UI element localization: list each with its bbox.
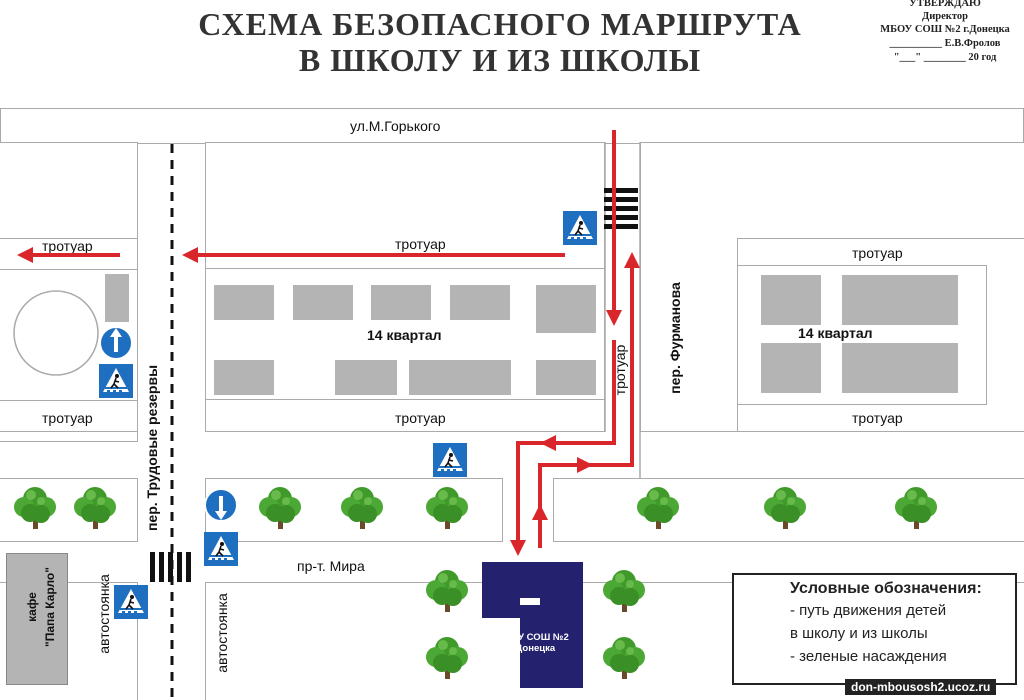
zebra-crossing-icon: [604, 188, 638, 229]
west-sidewalk-bottom: [0, 400, 138, 432]
one-way-up-sign-icon: [99, 326, 133, 360]
tree-icon: [426, 570, 468, 612]
central-sidewalk-bottom-label: тротуар: [395, 410, 446, 426]
legend-title: Условные обозначения:: [790, 580, 982, 597]
one-way-down-sign-icon: [204, 488, 238, 522]
pedestrian-crossing-sign-icon: [203, 531, 239, 567]
tree-icon: [426, 487, 468, 529]
building: [761, 343, 821, 393]
building: [214, 360, 274, 395]
tree-icon: [603, 637, 645, 679]
route-arrows: [17, 130, 640, 556]
legend-route-line-2: в школу и из школы: [790, 625, 928, 642]
approval-line-4: __________ Е.В.Фролов: [889, 38, 1001, 49]
approval-line-5: "___" ________ 20 год: [893, 52, 997, 63]
tree-icon: [764, 487, 806, 529]
legend-route-line-1: - путь движения детей: [790, 602, 947, 619]
central-sidewalk-top-label: тротуар: [395, 236, 446, 252]
building: [214, 285, 274, 320]
building: [536, 360, 596, 395]
pedestrian-crossing-sign-icon: [562, 210, 598, 246]
building: [371, 285, 431, 320]
building: [335, 360, 397, 395]
building: [761, 275, 821, 325]
mira-street-label: пр-т. Мира: [297, 558, 365, 574]
tree-icon: [895, 487, 937, 529]
pedestrian-crossing-sign-icon: [113, 584, 149, 620]
east-sidewalk-bottom-label: тротуар: [852, 410, 903, 426]
approval-line-3: МБОУ СОШ №2 г.Донецка: [880, 24, 1010, 35]
building: [536, 285, 596, 333]
zebra-crossing-icon: [150, 552, 191, 582]
tree-icon: [341, 487, 383, 529]
site-footer-link[interactable]: don-mbousosh2.ucoz.ru: [845, 679, 997, 695]
school-label-line-2: г.Донецка: [509, 643, 556, 654]
cafe-building: [6, 553, 68, 685]
west-sidewalk-bottom-label: тротуар: [42, 410, 93, 426]
school-label: МБОУ СОШ №2 г.Донецка: [482, 632, 583, 654]
school-label-line-1: МБОУ СОШ №2: [496, 632, 569, 643]
pedestrian-crossing-sign-icon: [98, 363, 134, 399]
building: [842, 343, 958, 393]
east-sidewalk-top-label: тротуар: [852, 245, 903, 261]
east-quarter-label: 14 квартал: [798, 325, 873, 341]
building: [842, 275, 958, 325]
tree-icon: [74, 487, 116, 529]
gorkogo-street-label: ул.М.Горького: [350, 118, 441, 134]
title-line-2: В ШКОЛУ И ИЗ ШКОЛЫ: [298, 42, 702, 78]
building: [450, 285, 510, 320]
pedestrian-crossing-sign-icon: [432, 442, 468, 478]
tree-icon: [603, 570, 645, 612]
building: [409, 360, 511, 395]
building: [293, 285, 353, 320]
legend-box: [732, 573, 1017, 685]
approval-line-2: Директор: [922, 11, 968, 22]
central-quarter-label: 14 квартал: [367, 327, 442, 343]
approval-line-1: УТВЕРЖДАЮ: [909, 0, 981, 9]
legend-green: - зеленые насаждения: [790, 648, 947, 665]
tree-icon: [426, 637, 468, 679]
tree-icon: [637, 487, 679, 529]
title-line-1: СХЕМА БЕЗОПАСНОГО МАРШРУТА: [198, 6, 802, 42]
tree-icon: [259, 487, 301, 529]
west-sidewalk-top-label: тротуар: [42, 238, 93, 254]
tree-icon: [14, 487, 56, 529]
